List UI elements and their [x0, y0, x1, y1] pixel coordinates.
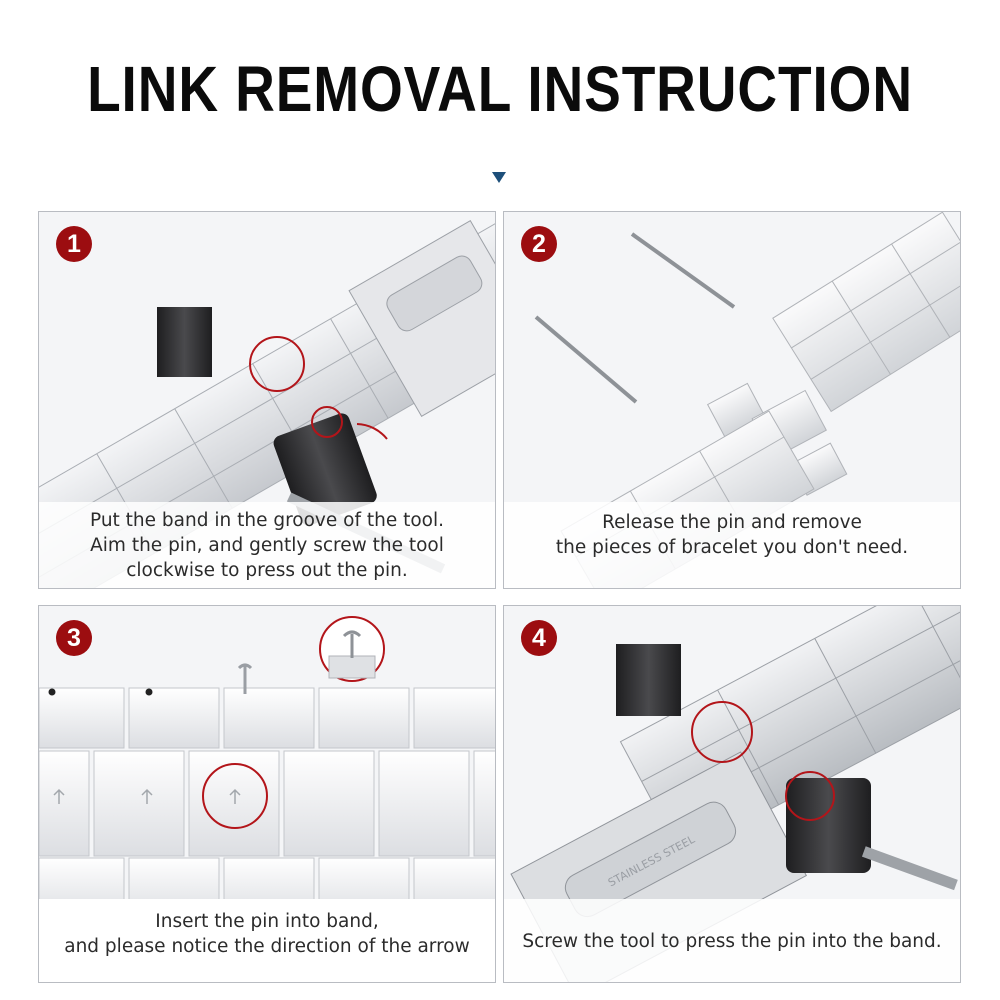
page-title: LINK REMOVAL INSTRUCTION	[87, 53, 913, 125]
step-2-caption-line-2: the pieces of bracelet you don't need.	[555, 537, 909, 558]
step-3-caption-line-1: Insert the pin into band,	[155, 911, 379, 932]
step-1-panel: 1 Put the band in the groove of the tool…	[38, 211, 496, 589]
step-1-caption-line-1: Put the band in the groove of the tool.	[89, 510, 444, 531]
step-3-panel: 3 Insert the pin into band, and please n…	[38, 605, 496, 983]
step-1-badge: 1	[56, 226, 92, 262]
step-2-panel: 2 Release the pin and remove the pieces …	[503, 211, 961, 589]
step-4-panel: STAINLESS STEEL 4 Screw the tool to pres…	[503, 605, 961, 983]
step-2-badge: 2	[521, 226, 557, 262]
step-4-caption-line-1: Screw the tool to press the pin into the…	[522, 931, 942, 952]
step-4-caption: Screw the tool to press the pin into the…	[504, 899, 960, 982]
step-3-badge: 3	[56, 620, 92, 656]
down-arrow-icon	[492, 172, 506, 183]
step-3-caption-line-2: and please notice the direction of the a…	[64, 936, 470, 957]
step-4-badge: 4	[521, 620, 557, 656]
step-3-caption: Insert the pin into band, and please not…	[39, 899, 495, 982]
step-2-caption-line-1: Release the pin and remove	[602, 512, 862, 533]
step-1-caption: Put the band in the groove of the tool. …	[39, 502, 495, 588]
step-1-caption-line-2: Aim the pin, and gently screw the tool	[90, 535, 444, 556]
step-1-caption-line-3: clockwise to press out the pin.	[126, 560, 408, 581]
step-2-caption: Release the pin and remove the pieces of…	[504, 502, 960, 588]
